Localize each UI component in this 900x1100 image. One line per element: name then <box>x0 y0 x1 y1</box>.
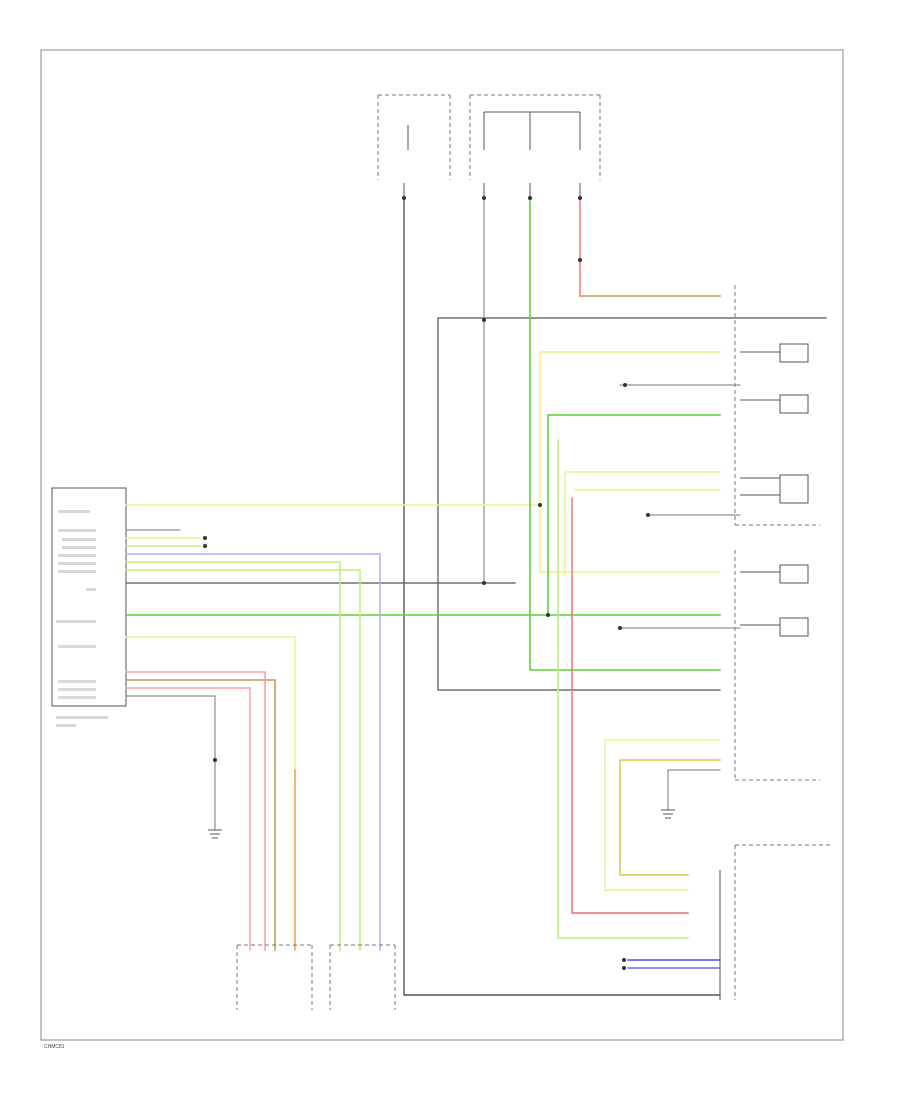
left-headlamp-connector <box>734 550 820 781</box>
ground-symbol-left <box>208 829 222 839</box>
yellow-wires <box>125 351 721 891</box>
fuse-box-left <box>377 94 451 198</box>
bottom-connector-left <box>236 944 313 1010</box>
headlamp-control-module <box>51 487 127 707</box>
misc-gray-wires <box>125 384 741 831</box>
red-wires <box>125 497 689 951</box>
diagram-frame <box>40 49 844 1041</box>
gray-wires <box>125 197 827 996</box>
headlamp-switch-connector <box>719 844 830 1000</box>
ground-symbol-right <box>661 809 675 819</box>
right-headlamp-connector <box>734 285 820 526</box>
diagram-code: CHMC81 <box>44 1044 65 1050</box>
bottom-connector-right <box>329 944 396 1010</box>
module-pin-labels <box>56 510 108 727</box>
junction-dots <box>203 196 650 970</box>
orange-wires <box>125 197 721 951</box>
blue-wires <box>125 553 721 969</box>
green-wires <box>125 197 721 951</box>
fuse-box-right <box>469 94 601 198</box>
